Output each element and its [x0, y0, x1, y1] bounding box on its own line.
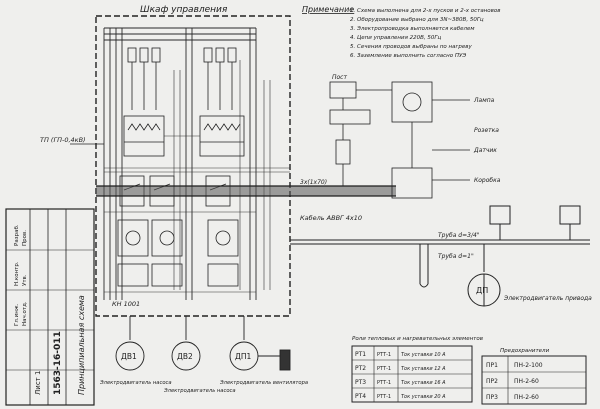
title-block-row-3: Утв. — [22, 274, 28, 286]
sensor-label: Датчик — [473, 147, 497, 154]
title-block: Принципиальная схема 1563-16-011 Лист 1 … — [5, 208, 95, 406]
relay-row-3-pos: РТ4 — [355, 393, 366, 400]
note-5: 6. Заземление выполнить согласно ПУЭ — [350, 53, 466, 59]
fuse-row-2-pos: ПР3 — [486, 394, 498, 401]
relay-row-3-type: РТТ-1 — [377, 394, 391, 400]
motor-1-caption: Электродвигатель насоса — [99, 380, 172, 386]
fuse-table: Предохранители ПР1 ПН-2-100 ПР2 ПН-2-60 … — [481, 348, 587, 405]
note-3: 4. Цепи управления 220В, 50Гц — [350, 35, 441, 41]
title-block-row-5: Нач.отд. — [22, 301, 28, 326]
title-block-sheet: Лист 1 — [34, 371, 42, 395]
cable-run-label: Кабель АВВГ 4х10 — [300, 214, 362, 222]
relay-row-2-type: РТТ-1 — [377, 380, 391, 386]
fuse-row-1-desc: ПН-2-60 — [514, 378, 539, 385]
signal-box-label: Пост — [332, 74, 347, 81]
fuse-row-2-desc: ПН-2-60 — [514, 394, 539, 401]
relay-table: Роли тепловых и нагревательных элементов… — [351, 336, 483, 403]
title-block-row-4: Гл.инж. — [14, 303, 20, 326]
right-pipe-2-label: Труба d=1" — [438, 253, 474, 260]
relay-row-1-type: РТТ-1 — [377, 366, 391, 372]
right-conduits — [290, 205, 590, 307]
note-1: 2. Оборудование выбрано для 3N~380В, 50Г… — [350, 17, 484, 23]
note-4: 5. Сечения проводов выбраны по нагреву — [350, 44, 473, 50]
relay-row-1-desc: Ток уставки 12 А — [401, 366, 446, 372]
relay-row-0-desc: Ток уставки 10 А — [401, 352, 446, 358]
motor-4-label: ДП — [476, 286, 488, 295]
fuse-row-0-pos: ПР1 — [486, 362, 498, 369]
junction-label: Коробка — [474, 177, 501, 184]
relay-row-1-pos: РТ2 — [355, 365, 366, 372]
cable-trunk-label: 3х(1х70) — [300, 179, 327, 186]
left-feed-label: ТП (ГП-0,4кВ) — [40, 136, 86, 144]
motor-2-caption: Электродвигатель насоса — [163, 388, 236, 394]
bottom-motors — [115, 316, 291, 371]
fuse-row-1-pos: ПР2 — [486, 378, 498, 385]
motor-1-label: ДВ1 — [121, 352, 137, 361]
relay-row-0-type: РТТ-1 — [377, 352, 391, 358]
right-pipe-1-label: Труба d=3/4" — [438, 232, 480, 239]
motor-3-caption: Электродвигатель вентилятора — [219, 380, 308, 386]
fuse-row-0-desc: ПН-2-100 — [514, 362, 543, 369]
starter-label: КН 1001 — [112, 300, 140, 308]
outlet-label: Розетка — [474, 127, 499, 134]
relay-row-2-pos: РТ3 — [355, 379, 366, 386]
motor-2-label: ДВ2 — [177, 352, 193, 361]
note-2: 3. Электропроводка выполняется кабелем — [350, 26, 475, 32]
relay-row-0-pos: РТ1 — [355, 351, 366, 358]
title-block-row-1: Пров. — [22, 230, 28, 246]
title-block-row-2: Н.контр. — [14, 261, 20, 286]
fuse-table-heading: Предохранители — [500, 348, 550, 354]
relay-table-heading: Роли тепловых и нагревательных элементов — [352, 336, 483, 342]
note-0: 1. Схема выполнена для 2-х пусков и 2-х … — [350, 8, 501, 14]
lamp-label: Лампа — [473, 97, 495, 104]
cable-trunk: 3х(1х70) Кабель АВВГ 4х10 — [96, 179, 396, 222]
notes-heading: Примечание — [302, 5, 354, 14]
title-block-row-0: Разраб. — [14, 224, 20, 246]
motor-3-label: ДП1 — [235, 352, 251, 361]
title-block-code: 1563-16-011 — [53, 331, 63, 395]
relay-row-3-desc: Ток уставки 20 А — [401, 394, 446, 400]
title-block-title: Принципиальная схема — [77, 295, 86, 395]
panel-title: Шкаф управления — [140, 5, 228, 15]
control-panel: Шкаф управления — [95, 5, 291, 317]
relay-row-2-desc: Ток уставки 16 А — [401, 380, 446, 386]
field-equipment — [329, 81, 470, 199]
notes-block: Примечание 1. Схема выполнена для 2-х пу… — [302, 5, 501, 59]
motor-4-caption: Электродвигатель привода — [503, 295, 592, 302]
